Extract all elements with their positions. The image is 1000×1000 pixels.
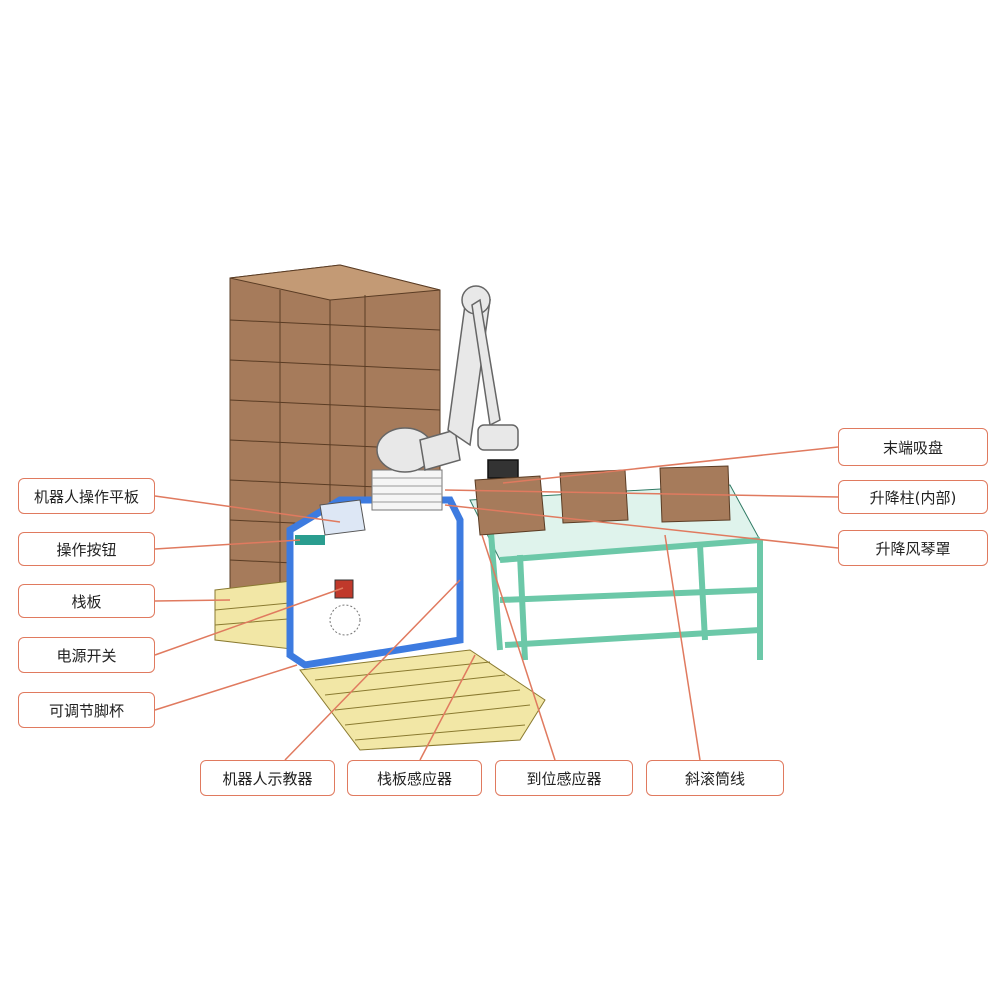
label-adjustable-feet: 可调节脚杯 (18, 692, 155, 728)
label-power-switch: 电源开关 (18, 637, 155, 673)
label-pallet-sensor: 栈板感应器 (347, 760, 482, 796)
label-lift-column: 升降柱(内部) (838, 480, 988, 514)
label-inclined-roller: 斜滚筒线 (646, 760, 784, 796)
label-teach-pendant: 机器人示教器 (200, 760, 335, 796)
label-buttons: 操作按钮 (18, 532, 155, 566)
label-lift-bellows: 升降风琴罩 (838, 530, 988, 566)
label-tablet: 机器人操作平板 (18, 478, 155, 514)
robot-cabinet (286, 496, 464, 669)
robot-arm (376, 285, 519, 479)
pallet-front (299, 649, 546, 751)
label-position-sensor: 到位感应器 (495, 760, 633, 796)
label-end-effector: 末端吸盘 (838, 428, 988, 466)
label-pallet: 栈板 (18, 584, 155, 618)
lift-bellows (371, 469, 443, 511)
callout-lines (154, 446, 839, 761)
roller-conveyor (469, 465, 763, 661)
